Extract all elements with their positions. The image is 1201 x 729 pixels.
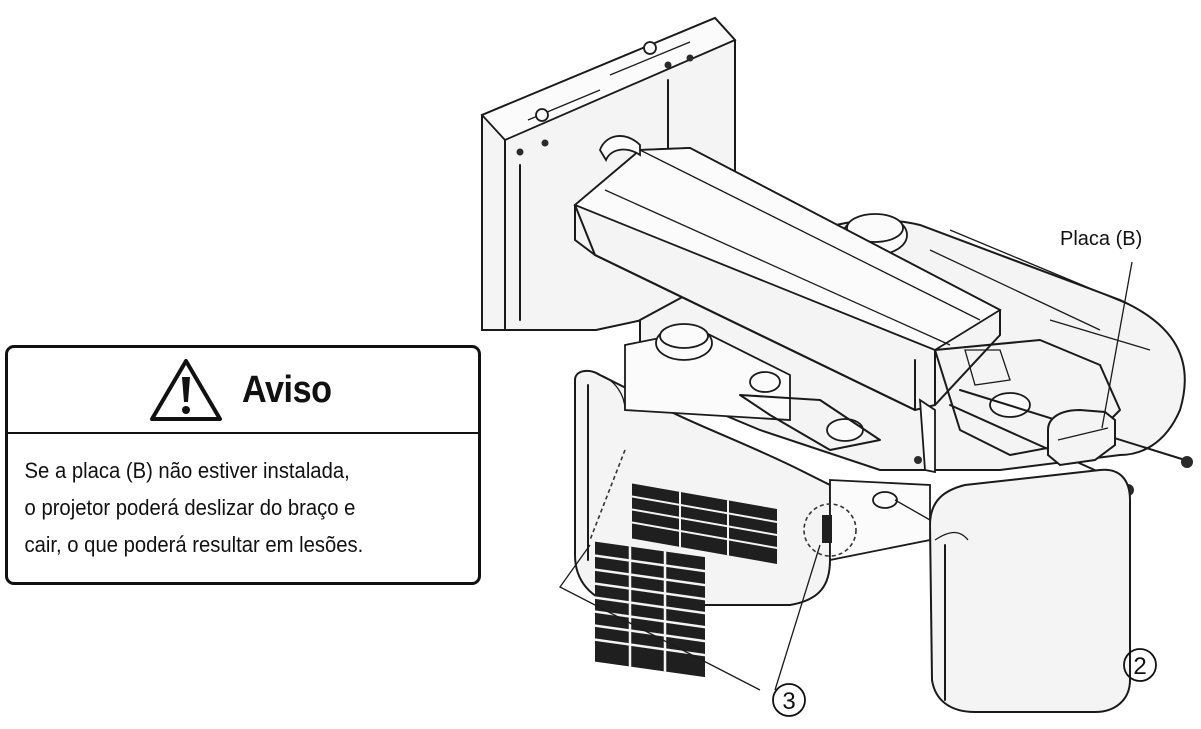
callout-2-number: 2 (1133, 653, 1146, 680)
top-vent-and-knobs (624, 323, 881, 565)
warning-line: Se a placa (B) não estiver instalada, (24, 458, 350, 483)
warning-box: Aviso Se a placa (B) não estiver instala… (5, 345, 481, 585)
leader-lines (559, 261, 1133, 691)
callout-3: 3 (772, 683, 806, 717)
warning-line: cair, o que poderá resultar em lesões. (24, 532, 364, 557)
hidden-line (589, 449, 626, 541)
warning-title: Aviso (242, 368, 332, 411)
lower-connector (829, 479, 931, 562)
detail-circle (803, 503, 857, 557)
mount-arm (573, 135, 1002, 474)
callout-2: 2 (1123, 648, 1157, 682)
projector-right-housing (928, 468, 1131, 713)
callout-3-number: 3 (782, 688, 795, 715)
plate-b (1047, 408, 1116, 467)
placa-b-label: Placa (B) (1060, 228, 1142, 250)
vent-grille (595, 541, 705, 678)
warning-line: o projetor poderá deslizar do braço e (24, 495, 356, 520)
warning-triangle-icon (150, 359, 223, 421)
warning-body: Se a placa (B) não estiver instalada, o … (8, 434, 474, 563)
warning-header: Aviso (8, 348, 478, 434)
